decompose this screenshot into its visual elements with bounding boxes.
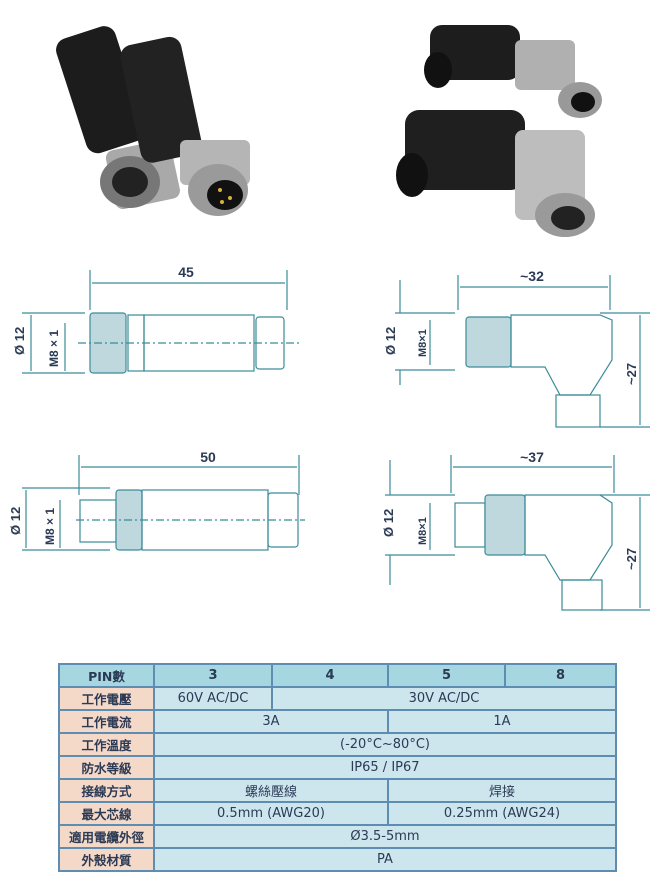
table-cell: 60V AC/DC (153, 686, 273, 711)
table-cell: 0.5mm (AWG20) (153, 801, 389, 826)
header-pin-count: 8 (504, 663, 617, 688)
table-cell: IP65 / IP67 (153, 755, 617, 780)
dim-thread: M8 × 1 (47, 330, 61, 367)
drawing-angled-female: ~32 ~27 Ø 12 M8×1 (383, 268, 650, 428)
table-cell: 0.25mm (AWG24) (387, 801, 617, 826)
dim-length: ~32 (520, 268, 544, 284)
drawing-straight-male: 50 Ø 12 M8 × 1 (8, 449, 305, 551)
table-cell: 30V AC/DC (271, 686, 617, 711)
angled-connectors-photo (396, 25, 602, 237)
table-cell: 3A (153, 709, 389, 734)
row-label: 最大芯線 (58, 801, 155, 826)
header-pin-count: 3 (153, 663, 273, 688)
dimension-drawings: 45 Ø 12 M8 × 1 50 Ø 12 M8 × 1 ~32 ~ (8, 264, 650, 611)
table-cell: (-20°C~80°C) (153, 732, 617, 757)
product-photos (56, 25, 602, 237)
dim-length: 50 (200, 449, 216, 465)
dim-thread: M8 × 1 (43, 508, 57, 545)
dim-diameter: Ø 12 (12, 327, 27, 355)
row-label: 工作溫度 (58, 732, 155, 757)
dim-height: ~27 (624, 548, 639, 570)
row-label: 適用電纜外徑 (58, 824, 155, 849)
row-label: 防水等級 (58, 755, 155, 780)
header-pin-count: 4 (271, 663, 389, 688)
dim-diameter: Ø 12 (383, 327, 398, 355)
drawing-straight-female: 45 Ø 12 M8 × 1 (12, 264, 300, 374)
header-pin-count: 5 (387, 663, 506, 688)
dim-length: 45 (178, 264, 194, 280)
drawing-angled-male: ~37 ~27 Ø 12 M8×1 (381, 449, 650, 611)
table-cell: 1A (387, 709, 617, 734)
straight-connectors-photo (56, 26, 250, 216)
dim-thread: M8×1 (417, 329, 429, 357)
dim-diameter: Ø 12 (8, 507, 23, 535)
table-cell: 焊接 (387, 778, 617, 803)
table-row: 工作溫度(-20°C~80°C) (58, 732, 617, 757)
row-label: 工作電流 (58, 709, 155, 734)
table-cell: Ø3.5-5mm (153, 824, 617, 849)
row-label: 外殼材質 (58, 847, 155, 872)
dim-thread: M8×1 (417, 517, 429, 545)
row-label: 工作電壓 (58, 686, 155, 711)
dim-height: ~27 (624, 363, 639, 385)
table-cell: PA (153, 847, 617, 872)
table-cell: 螺絲壓線 (153, 778, 389, 803)
header-label: PIN數 (58, 663, 155, 688)
row-label: 接線方式 (58, 778, 155, 803)
dim-length: ~37 (520, 449, 544, 465)
dim-diameter: Ø 12 (381, 509, 396, 537)
table-row: 接線方式螺絲壓線焊接 (58, 778, 617, 803)
